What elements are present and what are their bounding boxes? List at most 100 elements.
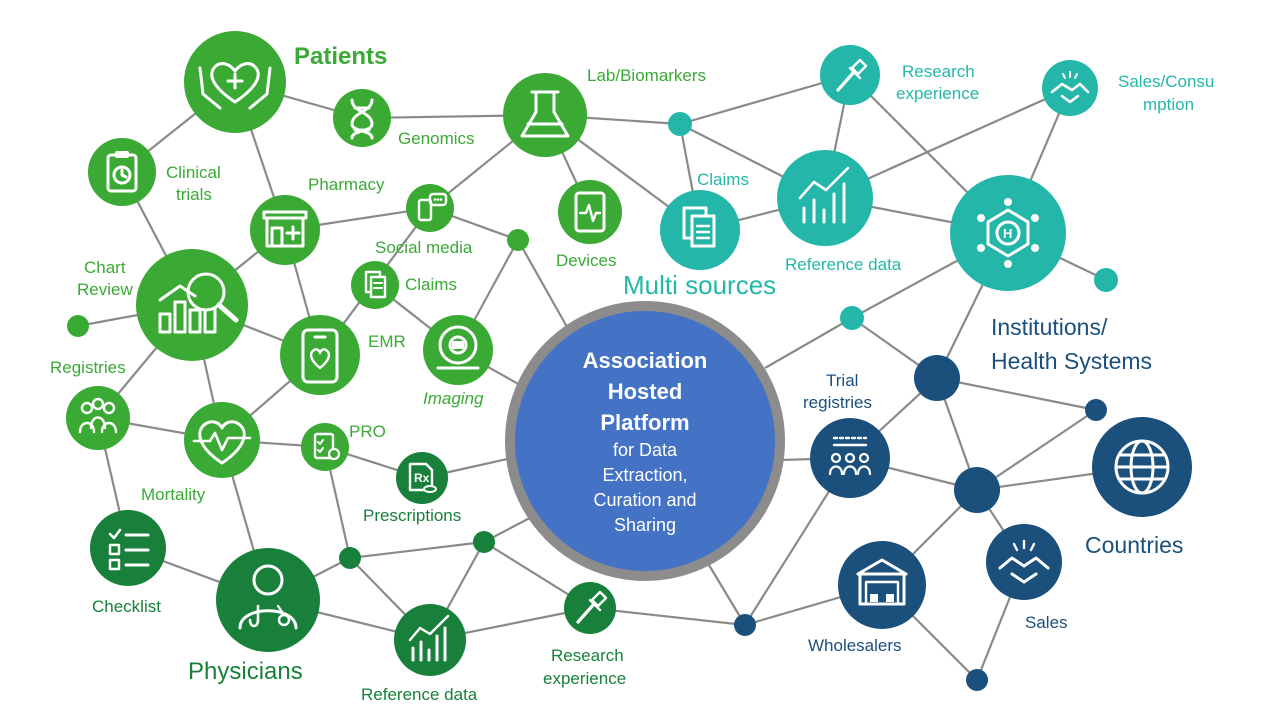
- label-reference-data-teal: Reference data: [785, 255, 902, 274]
- platform-subtitle-line-2: Extraction,: [602, 464, 688, 485]
- label-pro: PRO: [349, 422, 386, 441]
- warehouse-icon: [856, 558, 908, 606]
- bar-chart-icon: [798, 166, 850, 224]
- label-multi-sources: Multi sources: [623, 270, 776, 300]
- documents-icon: [682, 206, 716, 248]
- node-mortality: [184, 402, 260, 478]
- node-sales-consumption: [1042, 60, 1098, 116]
- pipette-icon: [576, 590, 608, 624]
- platform-title-line-2: Hosted: [607, 378, 683, 404]
- checklist-icon: [108, 528, 150, 571]
- label-research-bottom-1: Research: [551, 646, 624, 665]
- dna-icon: [350, 98, 374, 140]
- node-research-bottom: [564, 582, 616, 634]
- label-wholesalers: Wholesalers: [808, 636, 902, 655]
- pharmacy-icon: [262, 210, 308, 248]
- label-sales: Sales: [1025, 613, 1068, 632]
- node-pharmacy: [250, 195, 320, 265]
- tablet-heartbeat-icon: [574, 191, 606, 233]
- checklist-clipboard-icon: [313, 432, 341, 461]
- node-imaging: [423, 315, 493, 385]
- node-claims-teal: [660, 190, 740, 270]
- flask-icon: [520, 90, 570, 138]
- label-institutions-2: Health Systems: [991, 348, 1152, 374]
- group-icon: [78, 397, 118, 434]
- documents-icon: [364, 270, 387, 299]
- node-research-top: [820, 45, 880, 105]
- label-countries: Countries: [1085, 532, 1183, 558]
- handshake-icon: [998, 539, 1050, 584]
- node-reference-data-green: [394, 604, 466, 676]
- node-registries: [66, 386, 130, 450]
- prescription-icon: Rx: [408, 462, 437, 493]
- label-devices: Devices: [556, 251, 616, 270]
- central-platform-node: Association Hosted Platform for Data Ext…: [505, 301, 785, 581]
- node-claims-green: [351, 261, 399, 309]
- node-institutions: H: [950, 175, 1066, 291]
- svg-text:H: H: [1003, 226, 1012, 241]
- label-clinical-trials-2: trials: [176, 185, 212, 204]
- label-sales-consumption-2: mption: [1143, 95, 1194, 114]
- chat-phone-icon: [417, 192, 448, 222]
- platform-title-line-1: Association: [582, 347, 708, 373]
- label-genomics: Genomics: [398, 129, 475, 148]
- phone-heart-icon: [301, 328, 339, 384]
- label-reference-data-green: Reference data: [361, 685, 478, 704]
- hospital-network-icon: H: [977, 198, 1039, 268]
- label-emr: EMR: [368, 332, 406, 351]
- platform-subtitle-line-1: for Data: [612, 439, 678, 460]
- globe-icon: [1114, 439, 1170, 495]
- node-countries: [1092, 417, 1192, 517]
- label-imaging: Imaging: [423, 389, 484, 408]
- node-patients: [184, 31, 286, 133]
- label-pharmacy: Pharmacy: [308, 175, 385, 194]
- node-sales: [986, 524, 1062, 600]
- node-chart-review: [136, 249, 248, 361]
- node-reference-data-teal: [777, 150, 873, 246]
- label-lab: Lab/Biomarkers: [587, 66, 706, 85]
- node-checklist: [90, 510, 166, 586]
- node-clinical-trials: [88, 138, 156, 206]
- label-research-top-2: experience: [896, 84, 979, 103]
- label-prescriptions: Prescriptions: [363, 506, 461, 525]
- node-pro: [301, 423, 349, 471]
- label-institutions-1: Institutions/: [991, 314, 1108, 340]
- platform-subtitle-line-4: Sharing: [613, 514, 677, 535]
- magnifier-chart-icon: [158, 272, 239, 334]
- audience-icon: [828, 436, 872, 476]
- label-trial-registries-2: registries: [803, 393, 872, 412]
- label-claims-green: Claims: [405, 275, 457, 294]
- node-devices: [558, 180, 622, 244]
- node-trial-registries: [810, 418, 890, 498]
- label-social-media: Social media: [375, 238, 473, 257]
- bar-chart-icon: [408, 614, 450, 662]
- mri-scanner-icon: [436, 325, 480, 370]
- pipette-icon: [836, 58, 868, 92]
- label-research-bottom-2: experience: [543, 669, 626, 688]
- node-wholesalers: [838, 541, 926, 629]
- label-chart-review-2: Review: [77, 280, 133, 299]
- svg-text:Rx: Rx: [414, 471, 430, 485]
- label-patients: Patients: [294, 43, 387, 70]
- junction-dots: [67, 112, 1118, 691]
- label-sales-consumption-1: Sales/Consu: [1118, 72, 1214, 91]
- node-genomics: [333, 89, 391, 147]
- platform-subtitle-line-3: Curation and: [593, 489, 697, 510]
- label-physicians: Physicians: [188, 658, 303, 685]
- label-mortality: Mortality: [141, 485, 206, 504]
- label-chart-review-1: Chart: [84, 258, 126, 277]
- label-registries: Registries: [50, 358, 126, 377]
- node-emr: [280, 315, 360, 395]
- platform-title-line-3: Platform: [600, 409, 690, 435]
- heart-pulse-icon: [192, 420, 252, 465]
- label-claims-teal: Claims: [697, 170, 749, 189]
- label-trial-registries-1: Trial: [826, 371, 858, 390]
- node-lab: [503, 73, 587, 157]
- handshake-icon: [1050, 71, 1090, 104]
- label-research-top-1: Research: [902, 62, 975, 81]
- label-checklist: Checklist: [92, 597, 161, 616]
- node-prescriptions: Rx: [396, 452, 448, 504]
- caring-hands-heart-icon: [198, 62, 272, 110]
- label-clinical-trials-1: Clinical: [166, 163, 221, 182]
